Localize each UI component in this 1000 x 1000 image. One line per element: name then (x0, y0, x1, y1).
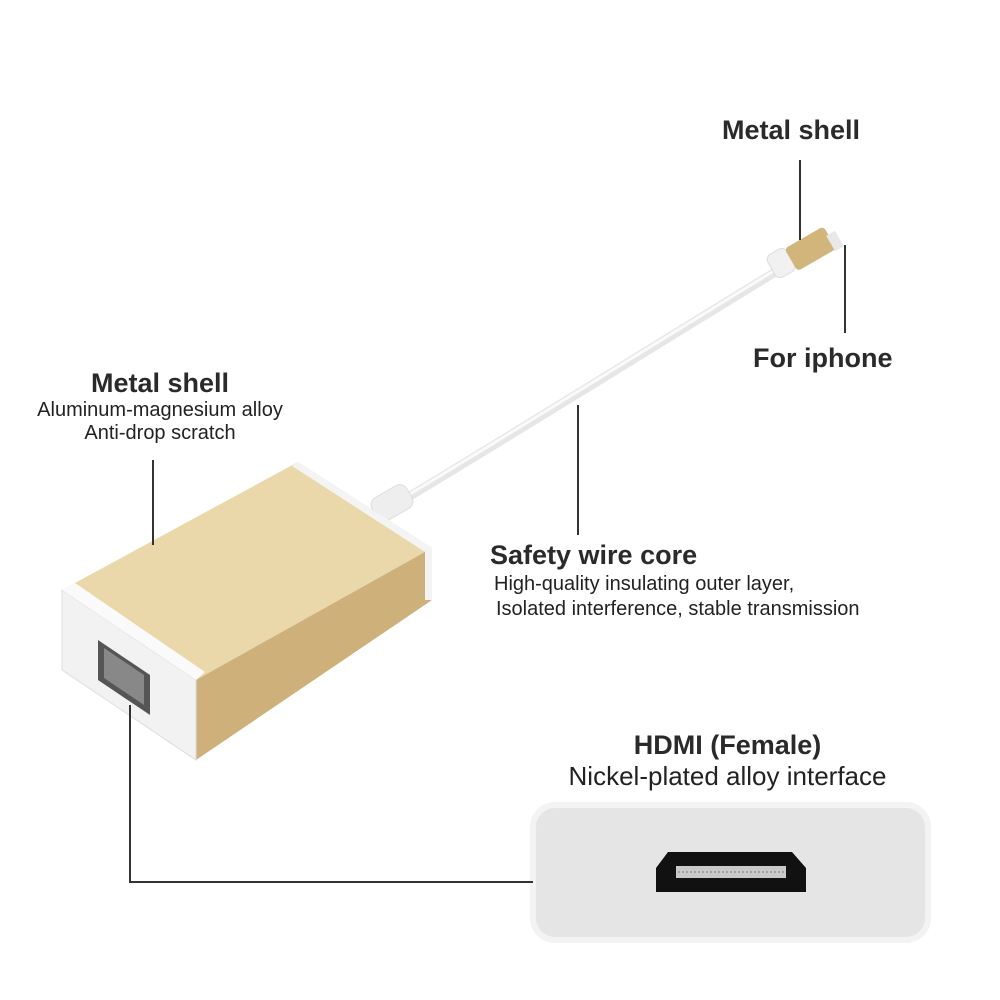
adapter-shell-line1: Aluminum-magnesium alloy (37, 399, 283, 421)
wire-line2: Isolated interference, stable transmissi… (496, 598, 860, 620)
wire-callout: Safety wire core High-quality insulating… (490, 540, 860, 621)
hdmi-callout: HDMI (Female) Nickel-plated alloy interf… (520, 730, 935, 792)
connector-shell-title: Metal shell (722, 115, 861, 145)
adapter-body (61, 462, 432, 761)
leader-lines (129, 160, 846, 883)
adapter-shell-title: Metal shell (90, 368, 230, 398)
cable (390, 263, 787, 510)
wire-title: Safety wire core (490, 540, 698, 570)
hdmi-line1: Nickel-plated alloy interface (568, 761, 887, 791)
hdmi-title: HDMI (Female) (633, 730, 822, 760)
connector-type-title: For iphone (753, 343, 893, 373)
lightning-connector (766, 227, 844, 279)
hdmi-port-closeup (530, 802, 931, 943)
adapter-shell-line2: Anti-drop scratch (84, 422, 236, 444)
wire-line1: High-quality insulating outer layer, (494, 573, 795, 595)
adapter-shell-callout: Metal shell Aluminum-magnesium alloy Ant… (0, 368, 320, 445)
